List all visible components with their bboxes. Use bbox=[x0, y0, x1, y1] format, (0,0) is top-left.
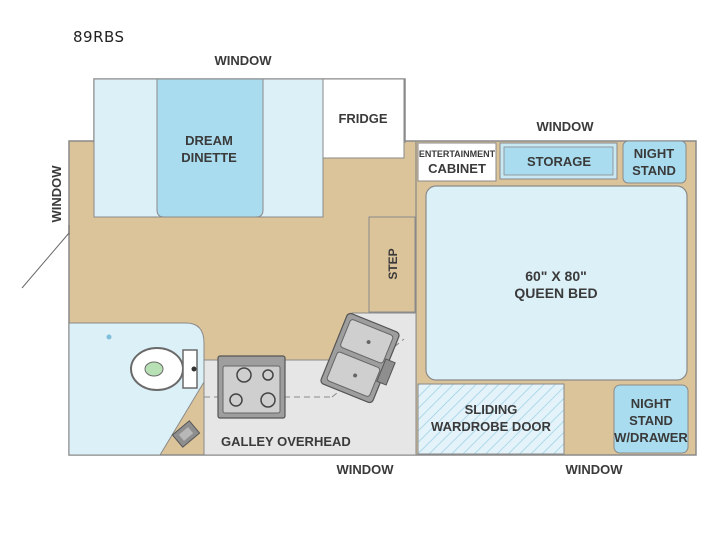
galley-counter: GALLEY OVERHEAD bbox=[203, 312, 417, 456]
bed-type-label: QUEEN BED bbox=[514, 285, 597, 301]
dinette-table bbox=[156, 78, 264, 218]
dinette-label-line2: DINETTE bbox=[181, 150, 237, 165]
fridge-label: FRIDGE bbox=[338, 111, 387, 126]
entertainment-label-line2: CABINET bbox=[428, 161, 486, 176]
night-stand-drawer-line2: STAND bbox=[629, 413, 673, 428]
night-stand-top-line1: NIGHT bbox=[634, 146, 675, 161]
step-label: STEP bbox=[386, 248, 400, 279]
dinette-area: DREAM DINETTE bbox=[93, 78, 324, 218]
model-name: 89RBS bbox=[73, 28, 125, 46]
bath-sink bbox=[171, 420, 201, 448]
window-bottom-middle-label: WINDOW bbox=[336, 462, 394, 477]
fridge: FRIDGE bbox=[322, 78, 405, 159]
window-top-right-label: WINDOW bbox=[536, 119, 594, 134]
entertainment-label-line1: ENTERTAINMENT bbox=[419, 149, 496, 159]
sliding-wardrobe: SLIDING WARDROBE DOOR bbox=[417, 383, 565, 455]
bathroom bbox=[68, 322, 205, 456]
sliding-label-line1: SLIDING bbox=[465, 402, 518, 417]
step: STEP bbox=[368, 216, 416, 313]
bed-size-label: 60" X 80" bbox=[525, 268, 587, 284]
storage-cabinet: STORAGE bbox=[499, 142, 618, 180]
entry-door bbox=[21, 225, 70, 289]
night-stand-drawer: NIGHT STAND W/DRAWER bbox=[613, 384, 689, 454]
entertainment-cabinet: ENTERTAINMENT CABINET bbox=[417, 142, 497, 182]
window-bottom-right-label: WINDOW bbox=[565, 462, 623, 477]
faucet bbox=[376, 358, 396, 386]
stove-cooktop bbox=[217, 355, 286, 419]
window-left-label: WINDOW bbox=[49, 165, 64, 223]
sliding-label-line2: WARDROBE DOOR bbox=[431, 419, 552, 434]
dinette-label-line1: DREAM bbox=[185, 133, 233, 148]
night-stand-drawer-line1: NIGHT bbox=[631, 396, 672, 411]
night-stand-top: NIGHT STAND bbox=[622, 140, 687, 184]
storage-label: STORAGE bbox=[527, 154, 591, 169]
night-stand-drawer-line3: W/DRAWER bbox=[614, 430, 688, 445]
toilet bbox=[130, 347, 198, 391]
shower-drain-dot bbox=[106, 334, 112, 340]
night-stand-top-line2: STAND bbox=[632, 163, 676, 178]
window-top-left-label: WINDOW bbox=[214, 53, 272, 68]
galley-overhead-label: GALLEY OVERHEAD bbox=[221, 434, 351, 449]
toilet-valve-dot bbox=[191, 366, 197, 372]
queen-bed: 60" X 80" QUEEN BED bbox=[425, 185, 688, 381]
